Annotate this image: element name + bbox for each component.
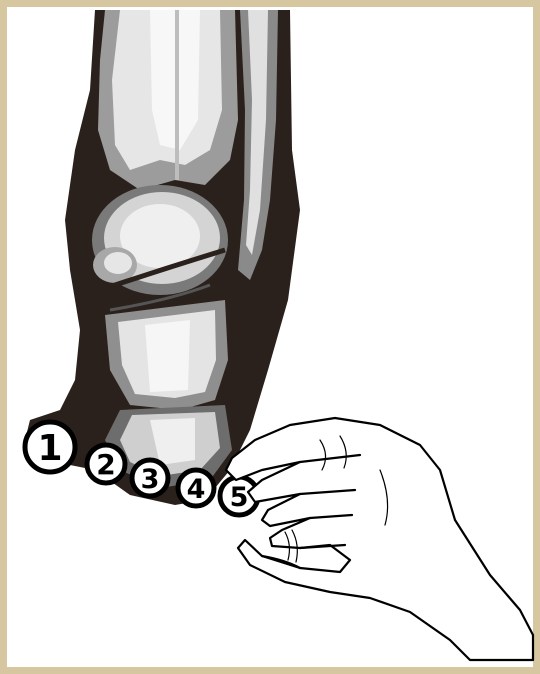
cannon-bone	[98, 10, 238, 190]
marker-4: 4	[178, 470, 214, 506]
marker-4-label: 4	[187, 474, 206, 505]
marker-2: 2	[87, 445, 125, 483]
marker-5-label: 5	[230, 482, 249, 513]
marker-2-label: 2	[96, 448, 115, 481]
pastern-bone	[105, 300, 228, 410]
marker-1-label: 1	[37, 428, 62, 469]
hand-icon	[226, 418, 533, 660]
marker-3: 3	[132, 460, 168, 496]
marker-1: 1	[25, 422, 75, 472]
marker-3-label: 3	[141, 464, 160, 495]
